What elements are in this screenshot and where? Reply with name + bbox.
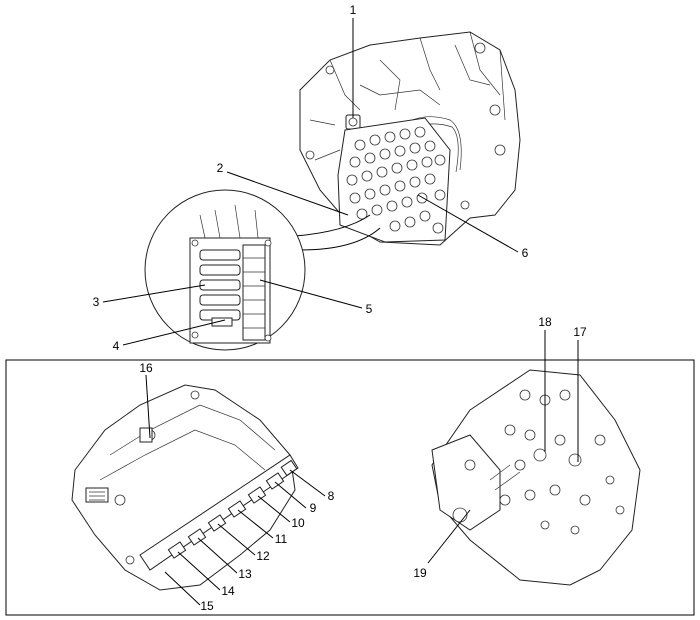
callout-17: 17 (573, 325, 587, 339)
callout-9: 9 (310, 501, 317, 515)
callout-15: 15 (200, 599, 214, 613)
callout-14: 14 (221, 584, 235, 598)
callout-16: 16 (139, 361, 153, 375)
valve-body-top-view (431, 369, 641, 586)
valve-cover-holes (346, 126, 446, 234)
callout-2: 2 (217, 161, 224, 175)
callout-1: 1 (350, 3, 357, 17)
callout-labels: 1 2 3 4 5 6 8 9 10 11 12 13 14 15 16 17 … (93, 3, 587, 613)
valve-bolt-pattern (499, 389, 625, 535)
callout-12: 12 (256, 549, 270, 563)
callout-10: 10 (291, 516, 305, 530)
leader-lines (102, 18, 579, 606)
transaxle-assembly (299, 31, 521, 246)
solenoid-row (167, 459, 298, 559)
callout-19: 19 (413, 566, 427, 580)
detail-frame (5, 359, 695, 616)
callout-6: 6 (522, 246, 529, 260)
valve-body-solenoid-side (71, 384, 299, 591)
callout-4: 4 (113, 339, 120, 353)
callout-13: 13 (238, 567, 252, 581)
callout-11: 11 (275, 532, 288, 546)
callout-18: 18 (538, 315, 552, 329)
callout-5: 5 (366, 302, 373, 316)
detail-magnifier (144, 189, 381, 351)
callout-8: 8 (328, 489, 335, 503)
callout-3: 3 (93, 295, 100, 309)
